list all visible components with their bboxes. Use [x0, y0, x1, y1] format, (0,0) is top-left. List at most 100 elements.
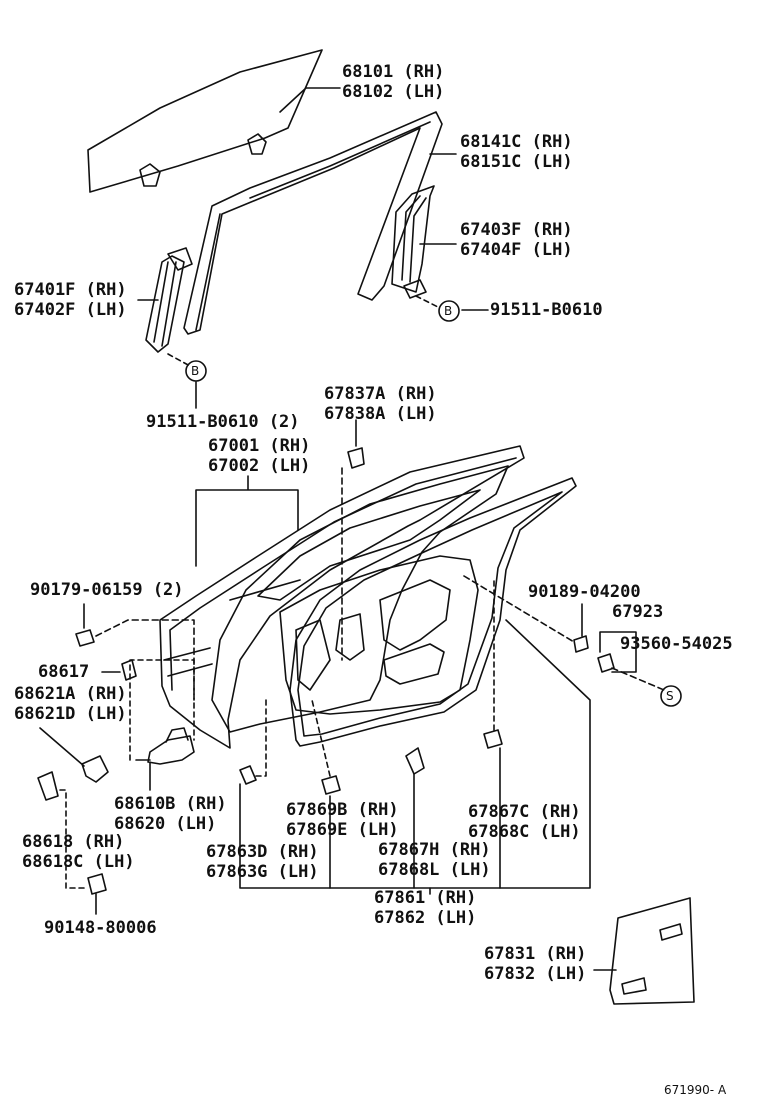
label-cover-67831: 67831 (RH) 67832 (LH): [484, 944, 586, 984]
label-bolt-b-left: 91511-B0610 (2): [146, 412, 300, 432]
rear-channel-bracket: [403, 279, 427, 299]
inner-cutout-4: [295, 619, 331, 691]
leader-panel-67001: [195, 475, 299, 567]
glass-run-channel: [183, 111, 443, 335]
door-outer-panel: [159, 445, 525, 749]
label-line: 67401F (RH): [14, 280, 127, 300]
label-line: 67002 (LH): [208, 456, 311, 476]
label-cap: 67837A (RH) 67838A (LH): [324, 384, 437, 424]
inner-cutout-1: [379, 579, 451, 651]
front-channel-lines: [153, 261, 177, 347]
glass-tab-1: [139, 163, 161, 187]
label-hinge-68610: 68610B (RH) 68620 (LH): [114, 794, 227, 834]
label-line: 67867C (RH): [468, 802, 581, 822]
dashed-screw-90189: [463, 575, 575, 643]
label-weatherstrip-67861: 67861 (RH) 67862 (LH): [374, 888, 476, 928]
figure-id: 671990- A: [664, 1083, 727, 1097]
door-outer-inner: [169, 457, 517, 691]
stopper-68617: [121, 659, 137, 681]
callout-b-right: B: [444, 304, 453, 318]
label-clip-93560: 93560-54025: [620, 634, 733, 654]
inner-cutout-2: [383, 643, 445, 685]
label-rear-channel: 67403F (RH) 67404F (LH): [460, 220, 573, 260]
label-bracket-68621: 68621A (RH) 68621D (LH): [14, 684, 127, 724]
label-line: 68621A (RH): [14, 684, 127, 704]
bolt-90179: [75, 629, 95, 647]
label-line: 67863G (LH): [206, 862, 319, 882]
trim-cover-67831: [609, 897, 695, 1005]
label-67923: 67923: [612, 602, 664, 622]
bracket-68621: [81, 755, 109, 783]
callout-b-left-circle: [185, 360, 207, 382]
screw-90189: [573, 635, 589, 653]
label-screw-90189: 90189-04200: [528, 582, 641, 602]
label-line: 67869E (LH): [286, 820, 399, 840]
label-line: 67869B (RH): [286, 800, 399, 820]
label-line: 68101 (RH): [342, 62, 445, 82]
label-line: 67837A (RH): [324, 384, 437, 404]
label-hinge-68618: 68618 (RH) 68618C (LH): [22, 832, 135, 872]
hinge-68618: [37, 771, 59, 801]
dashed-clip-s: [611, 667, 665, 691]
label-line: 67862 (LH): [374, 908, 477, 928]
label-line: 67832 (LH): [484, 964, 587, 984]
label-line: 67861 (RH): [374, 888, 477, 908]
trim-cover-slot-2: [621, 977, 647, 995]
dashed-hinge-68618: [59, 789, 89, 889]
label-clip-67867h: 67867H (RH) 67868L (LH): [378, 840, 491, 880]
door-outer-stripe: [163, 579, 301, 677]
clip-93560: [597, 653, 615, 673]
label-stopper-68617: 68617: [38, 662, 90, 682]
label-line: 68141C (RH): [460, 132, 573, 152]
hinge-68610: [147, 735, 195, 765]
leader-hinge-68610: [135, 759, 151, 791]
front-channel: [145, 255, 185, 353]
bracket-67923: [599, 631, 637, 673]
bolt-90148: [87, 873, 107, 895]
label-line: 68620 (LH): [114, 814, 217, 834]
label-line: 68618 (RH): [22, 832, 125, 852]
door-weatherstrip: [289, 477, 577, 747]
dashed-b-left: [167, 353, 191, 367]
label-line: 68621D (LH): [14, 704, 127, 724]
callout-b-left: B: [191, 364, 200, 378]
door-inner-window: [257, 489, 481, 601]
clip-67869: [321, 775, 341, 795]
dashed-hinge-68610: [129, 659, 195, 761]
rear-channel-lines: [401, 195, 427, 283]
dashed-67869: [311, 699, 331, 777]
clip-67863: [239, 765, 257, 785]
label-line: 67838A (LH): [324, 404, 437, 424]
callout-s: S: [666, 689, 674, 703]
label-clip-67867c: 67867C (RH) 67868C (LH): [468, 802, 581, 842]
clip-67867c: [483, 729, 503, 749]
label-line: 67868C (LH): [468, 822, 581, 842]
door-weatherstrip-inner: [297, 491, 563, 737]
label-line: 68618C (LH): [22, 852, 135, 872]
rear-channel: [391, 185, 435, 293]
label-line: 67001 (RH): [208, 436, 311, 456]
dashed-bolt-90179: [95, 619, 195, 701]
label-line: 68102 (LH): [342, 82, 445, 102]
trim-cover-slot-1: [659, 923, 683, 941]
label-line: 67403F (RH): [460, 220, 573, 240]
label-line: 67868L (LH): [378, 860, 491, 880]
door-glass: [87, 49, 323, 193]
inner-cutout-3: [335, 613, 365, 661]
label-glass: 68101 (RH) 68102 (LH): [342, 62, 444, 102]
label-line: 67831 (RH): [484, 944, 587, 964]
label-line: 68151C (LH): [460, 152, 573, 172]
clip-67867h: [405, 747, 425, 775]
hinge-68610-body: [165, 727, 189, 743]
label-line: 67404F (LH): [460, 240, 573, 260]
label-line: 67867H (RH): [378, 840, 491, 860]
door-inner-frame: [211, 465, 509, 733]
label-clip-67869: 67869B (RH) 67869E (LH): [286, 800, 399, 840]
glass-tab-2: [247, 133, 267, 155]
label-door-panel: 67001 (RH) 67002 (LH): [208, 436, 310, 476]
label-bolt-b-right: 91511-B0610: [490, 300, 603, 320]
label-line: 68610B (RH): [114, 794, 227, 814]
leader-glass: [279, 87, 341, 113]
leader-weatherstrip-67863: [239, 619, 591, 889]
